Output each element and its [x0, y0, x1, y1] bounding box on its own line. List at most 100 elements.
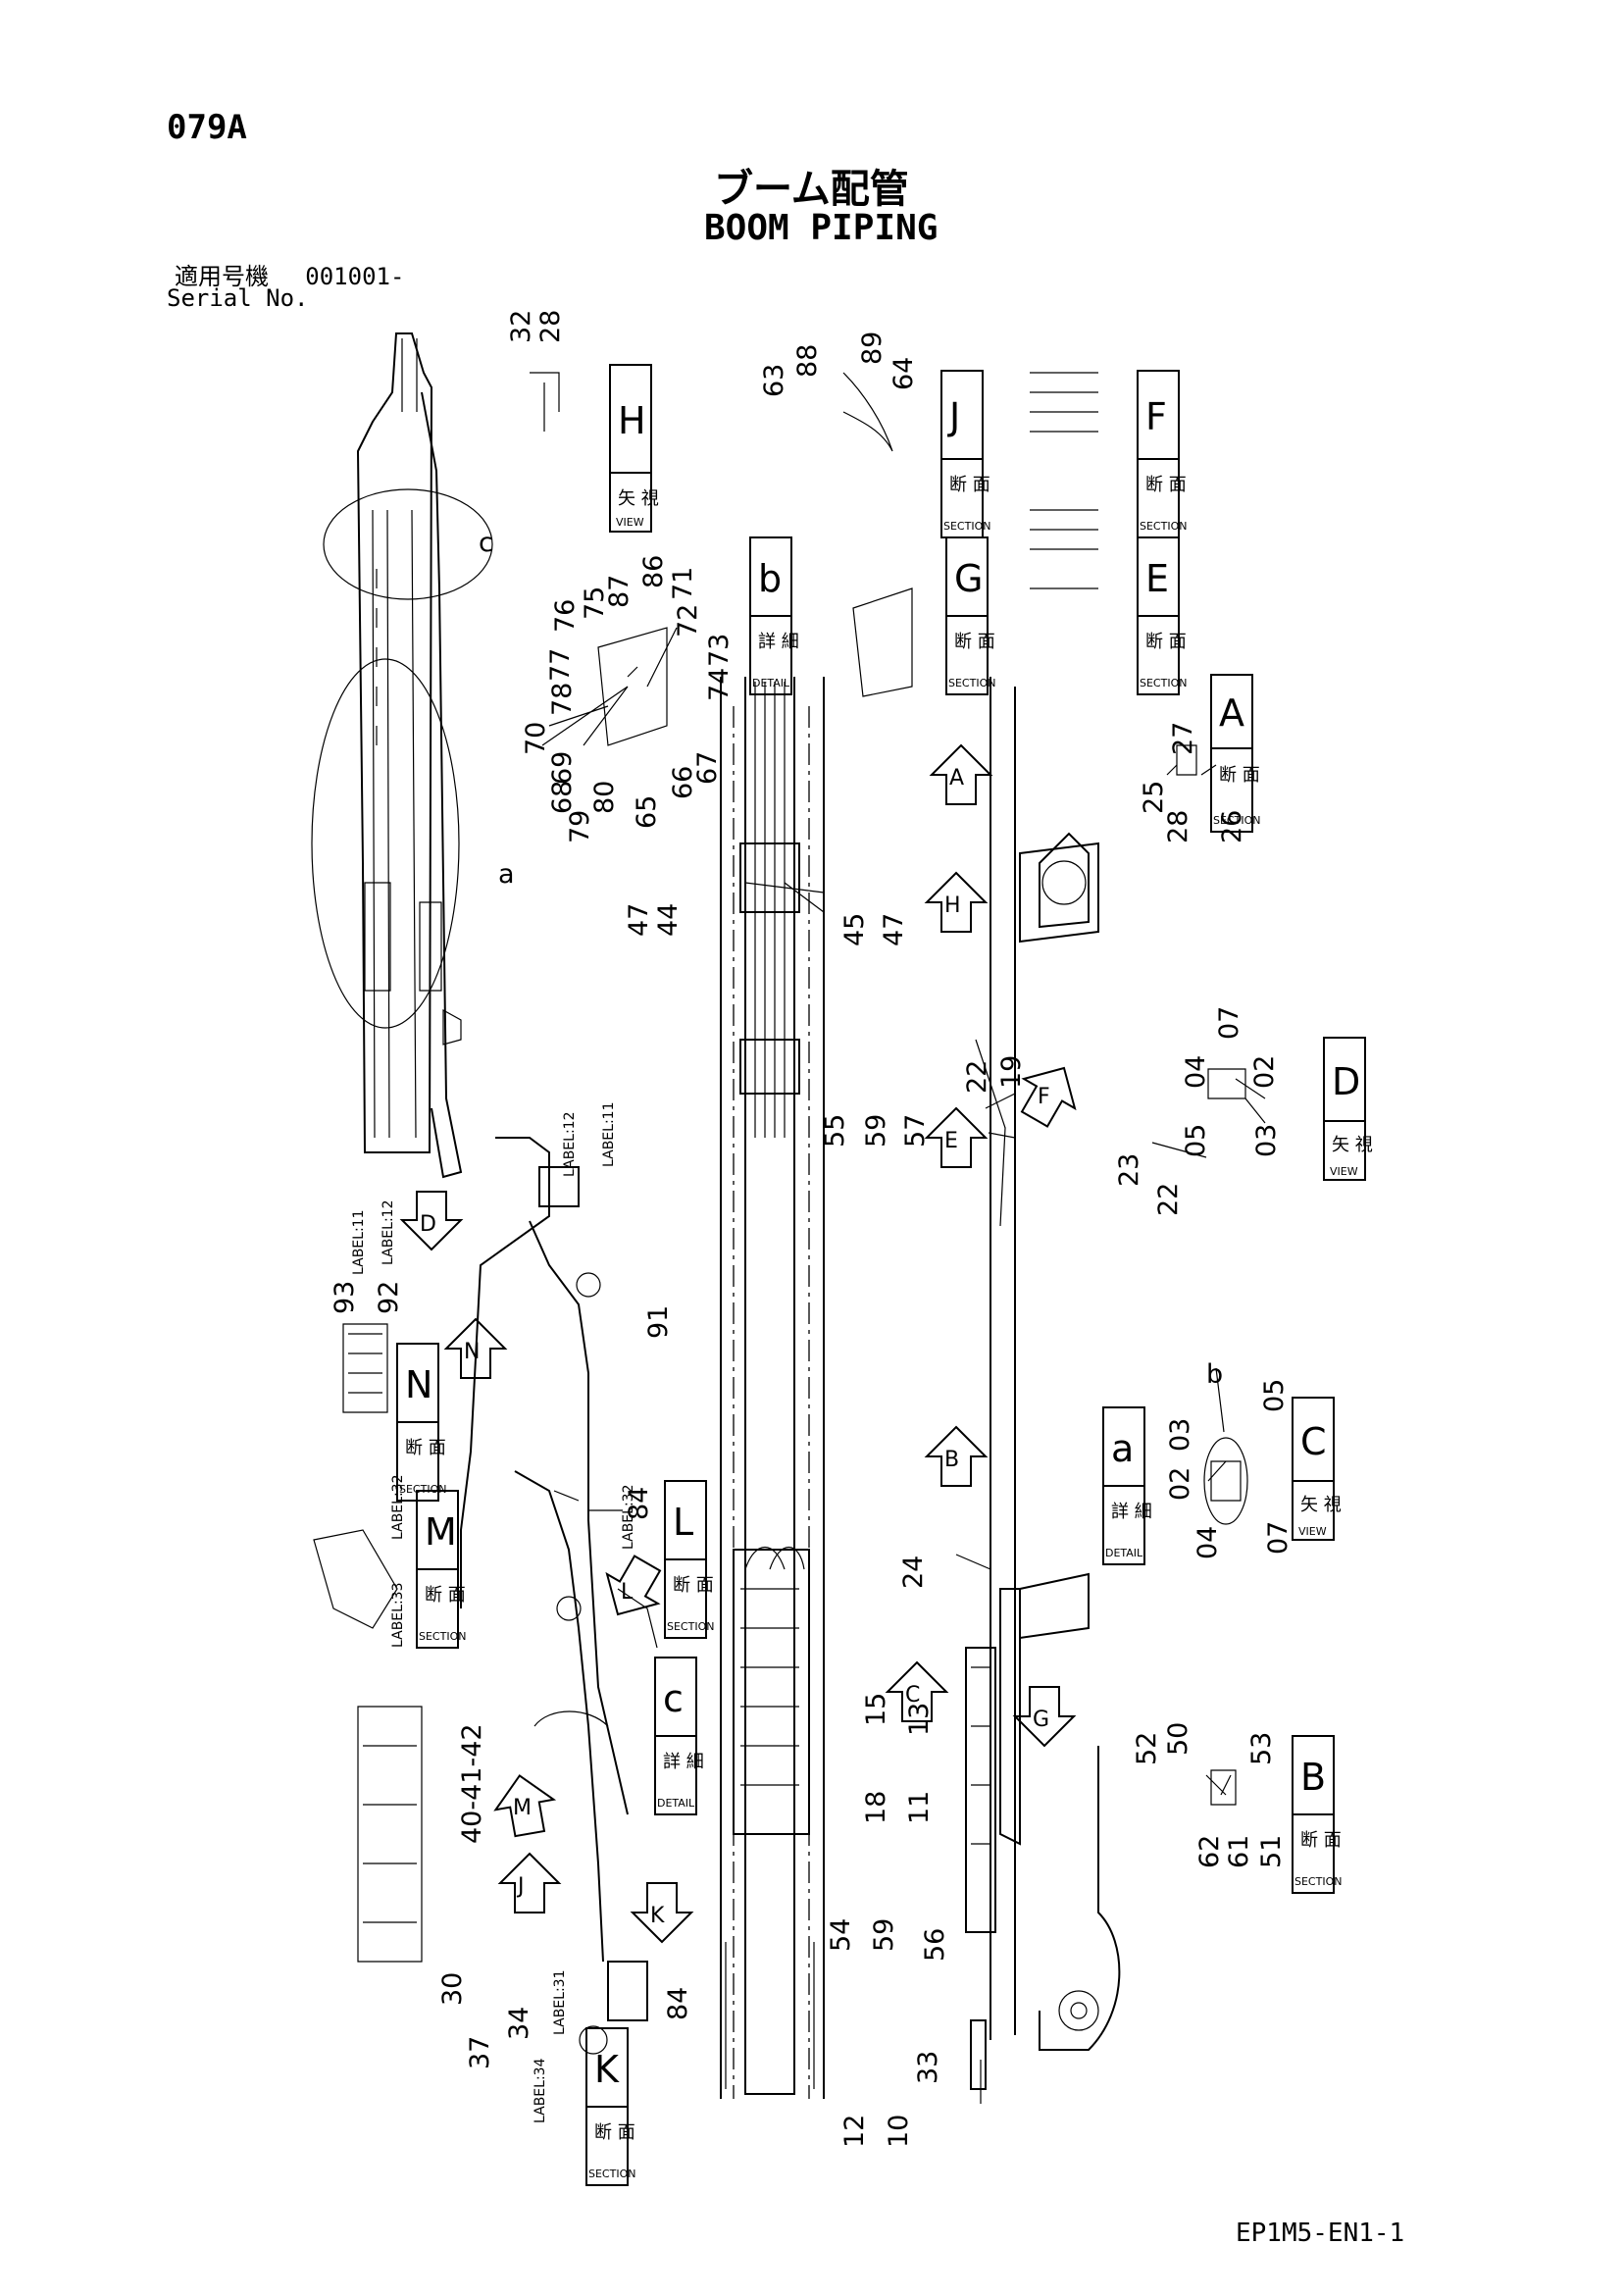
svg-text:矢 視: 矢 視	[1332, 1135, 1373, 1155]
part-number: 07	[1214, 1006, 1244, 1040]
part-number: 26	[1217, 810, 1247, 843]
svg-text:断 面: 断 面	[594, 2122, 635, 2143]
label-tag: LABEL:32	[621, 1485, 636, 1550]
part-number: 40-41-42	[457, 1723, 487, 1844]
part-number: 44	[653, 903, 684, 937]
svg-text:a: a	[1111, 1427, 1134, 1470]
part-number: 50	[1163, 1722, 1193, 1756]
svg-text:詳 細: 詳 細	[1111, 1502, 1152, 1522]
part-number: 63	[759, 364, 789, 397]
serial-label-en: Serial No.	[167, 284, 309, 312]
part-number: 45	[839, 913, 870, 946]
part-number: 84	[624, 1487, 654, 1520]
svg-text:矢 視: 矢 視	[618, 488, 659, 509]
document-code: EP1M5-EN1-1	[1236, 2219, 1405, 2248]
svg-text:D: D	[1332, 1060, 1360, 1103]
svg-text:SECTION: SECTION	[1140, 677, 1187, 689]
part-number: 27	[1168, 722, 1198, 755]
arrow-marker: C	[885, 1660, 949, 1722]
part-number: 75	[580, 587, 610, 620]
detail-circle-letter: b	[1206, 1359, 1223, 1390]
part-number: 91	[643, 1305, 674, 1339]
part-number: 64	[888, 357, 919, 390]
detail-circle-letter: c	[479, 528, 493, 558]
svg-text:詳 細: 詳 細	[758, 632, 799, 652]
svg-text:c: c	[663, 1677, 684, 1720]
arrow-letter: K	[650, 1904, 665, 1928]
svg-text:A: A	[1219, 691, 1244, 735]
part-number: 70	[521, 722, 551, 755]
arrow-marker: H	[924, 871, 989, 933]
svg-text:SECTION: SECTION	[1294, 1875, 1342, 1888]
view-box-H: H 矢 視 VIEW	[609, 364, 659, 533]
part-number: 05	[1259, 1379, 1290, 1412]
part-number: 92	[374, 1281, 404, 1314]
arrow-letter: E	[944, 1129, 958, 1153]
part-number: 56	[920, 1928, 950, 1962]
svg-text:b: b	[758, 557, 782, 600]
part-number: 28	[535, 310, 566, 343]
svg-text:矢 視: 矢 視	[1300, 1495, 1342, 1515]
svg-text:SECTION: SECTION	[419, 1630, 466, 1643]
label-tag: LABEL:34	[533, 2058, 548, 2123]
label-tag: LABEL:11	[601, 1102, 617, 1167]
label-tag: LABEL:11	[351, 1210, 367, 1275]
svg-text:H: H	[618, 399, 646, 442]
arrow-marker: B	[924, 1425, 989, 1487]
part-number: 71	[668, 567, 698, 600]
part-number: 25	[1139, 781, 1169, 814]
title-japanese: ブーム配管	[714, 167, 909, 212]
part-number: 02	[1249, 1055, 1280, 1089]
part-number: 68	[547, 781, 578, 814]
svg-text:断 面: 断 面	[1219, 765, 1260, 786]
part-number: 13	[904, 1703, 935, 1736]
part-number: 84	[663, 1987, 693, 2020]
serial-value: 001001-	[305, 263, 405, 290]
svg-text:断 面: 断 面	[949, 475, 990, 495]
svg-text:SECTION: SECTION	[943, 520, 990, 533]
part-number: 02	[1165, 1467, 1195, 1501]
part-number: 11	[904, 1791, 935, 1824]
title-english: BOOM PIPING	[704, 208, 939, 248]
svg-text:G: G	[954, 557, 983, 600]
part-number: 47	[879, 913, 909, 946]
part-number: 77	[545, 648, 576, 682]
arrow-marker: L	[605, 1555, 662, 1616]
svg-text:DETAIL: DETAIL	[1105, 1547, 1143, 1559]
label-tag: LABEL:12	[562, 1112, 578, 1177]
part-number: 19	[996, 1055, 1027, 1089]
svg-text:SECTION: SECTION	[588, 2168, 635, 2180]
leader-lines	[541, 627, 1266, 2104]
svg-text:N: N	[405, 1363, 432, 1406]
svg-text:DETAIL: DETAIL	[752, 677, 790, 689]
svg-text:C: C	[1300, 1420, 1327, 1463]
arrow-letter: J	[516, 1874, 525, 1899]
svg-text:F: F	[1145, 395, 1167, 438]
arrow-marker: N	[443, 1317, 508, 1379]
overview-boom	[311, 332, 493, 1179]
view-box-b: b 詳 細 DETAIL	[749, 536, 799, 695]
part-number: 61	[1224, 1835, 1254, 1868]
arrow-marker: F	[1020, 1066, 1077, 1128]
arrow-marker: K	[630, 1882, 694, 1944]
part-number: 78	[547, 683, 578, 716]
part-number: 32	[506, 310, 536, 343]
part-number: 57	[900, 1114, 931, 1148]
svg-text:断 面: 断 面	[405, 1438, 446, 1458]
part-number: 22	[962, 1060, 992, 1094]
svg-text:SECTION: SECTION	[667, 1620, 714, 1633]
part-number: 37	[465, 2036, 495, 2069]
part-number: 59	[861, 1114, 891, 1148]
part-number: 34	[504, 2007, 534, 2040]
svg-text:VIEW: VIEW	[616, 516, 644, 529]
